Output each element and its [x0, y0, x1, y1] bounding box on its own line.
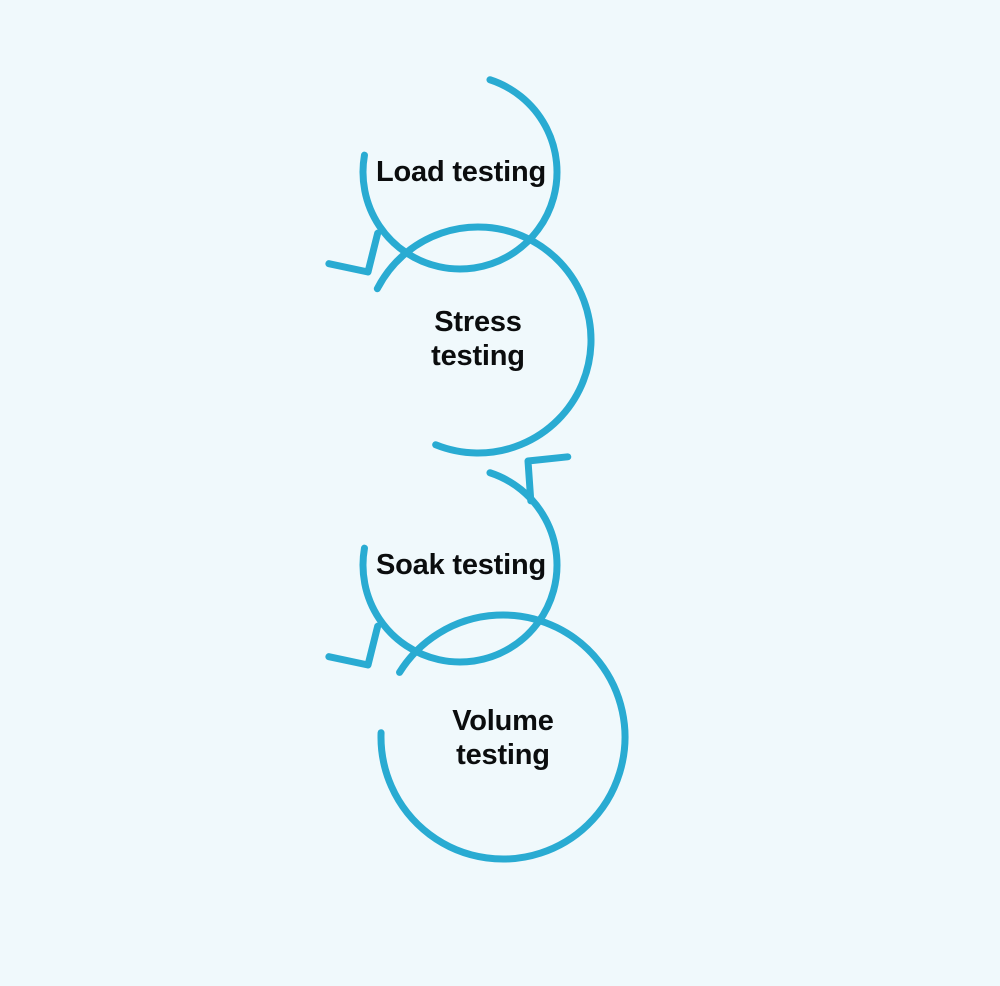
node-arc-soak-testing: [359, 469, 561, 666]
arrowhead-stress-testing: [524, 453, 572, 505]
node-arc-stress-testing: [373, 223, 595, 457]
arrowhead-load-testing: [325, 229, 382, 276]
node-arc-volume-testing: [377, 611, 629, 863]
node-arc-load-testing: [359, 76, 561, 273]
arrowhead-group: [325, 229, 572, 669]
process-arc-group: [359, 76, 629, 863]
arrowhead-soak-testing: [325, 622, 382, 669]
